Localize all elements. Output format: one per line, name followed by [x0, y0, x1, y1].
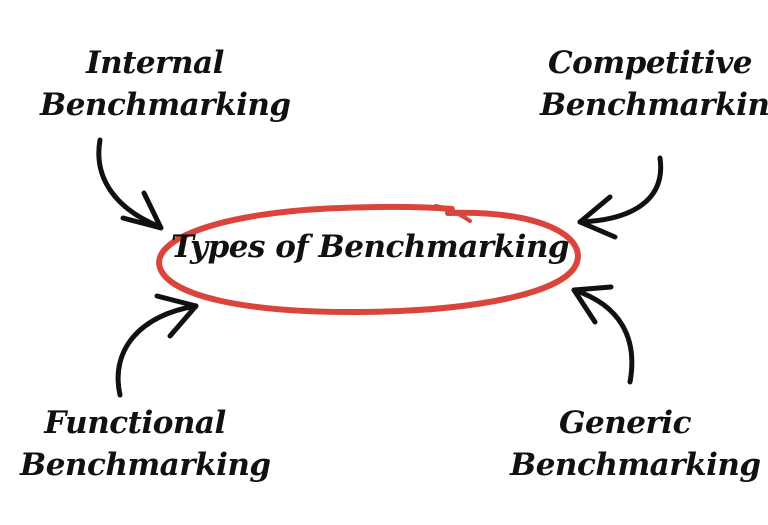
label-line-2: Benchmarking — [40, 87, 291, 123]
arrow-functional — [115, 293, 199, 398]
arrow-generic — [571, 284, 635, 385]
functional-benchmarking-label: Functional Benchmarking — [20, 402, 271, 486]
label-line-1: Generic — [559, 405, 691, 441]
label-line-1: Internal — [86, 45, 224, 81]
arrow-competitive — [577, 155, 664, 240]
label-line-2: Benchmarking — [20, 447, 271, 483]
label-line-2: Benchmarking — [510, 447, 761, 483]
label-line-1: Competitive — [548, 45, 752, 81]
internal-benchmarking-label: Internal Benchmarking — [40, 42, 291, 126]
center-ring — [156, 203, 581, 316]
competitive-benchmarking-label: Competitive Benchmarking — [540, 42, 768, 126]
arrow-internal — [96, 137, 164, 231]
label-line-1: Functional — [44, 405, 226, 441]
diagram-title: Types of Benchmarking — [170, 229, 570, 265]
label-line-2: Benchmarking — [540, 87, 768, 123]
generic-benchmarking-label: Generic Benchmarking — [510, 402, 761, 486]
